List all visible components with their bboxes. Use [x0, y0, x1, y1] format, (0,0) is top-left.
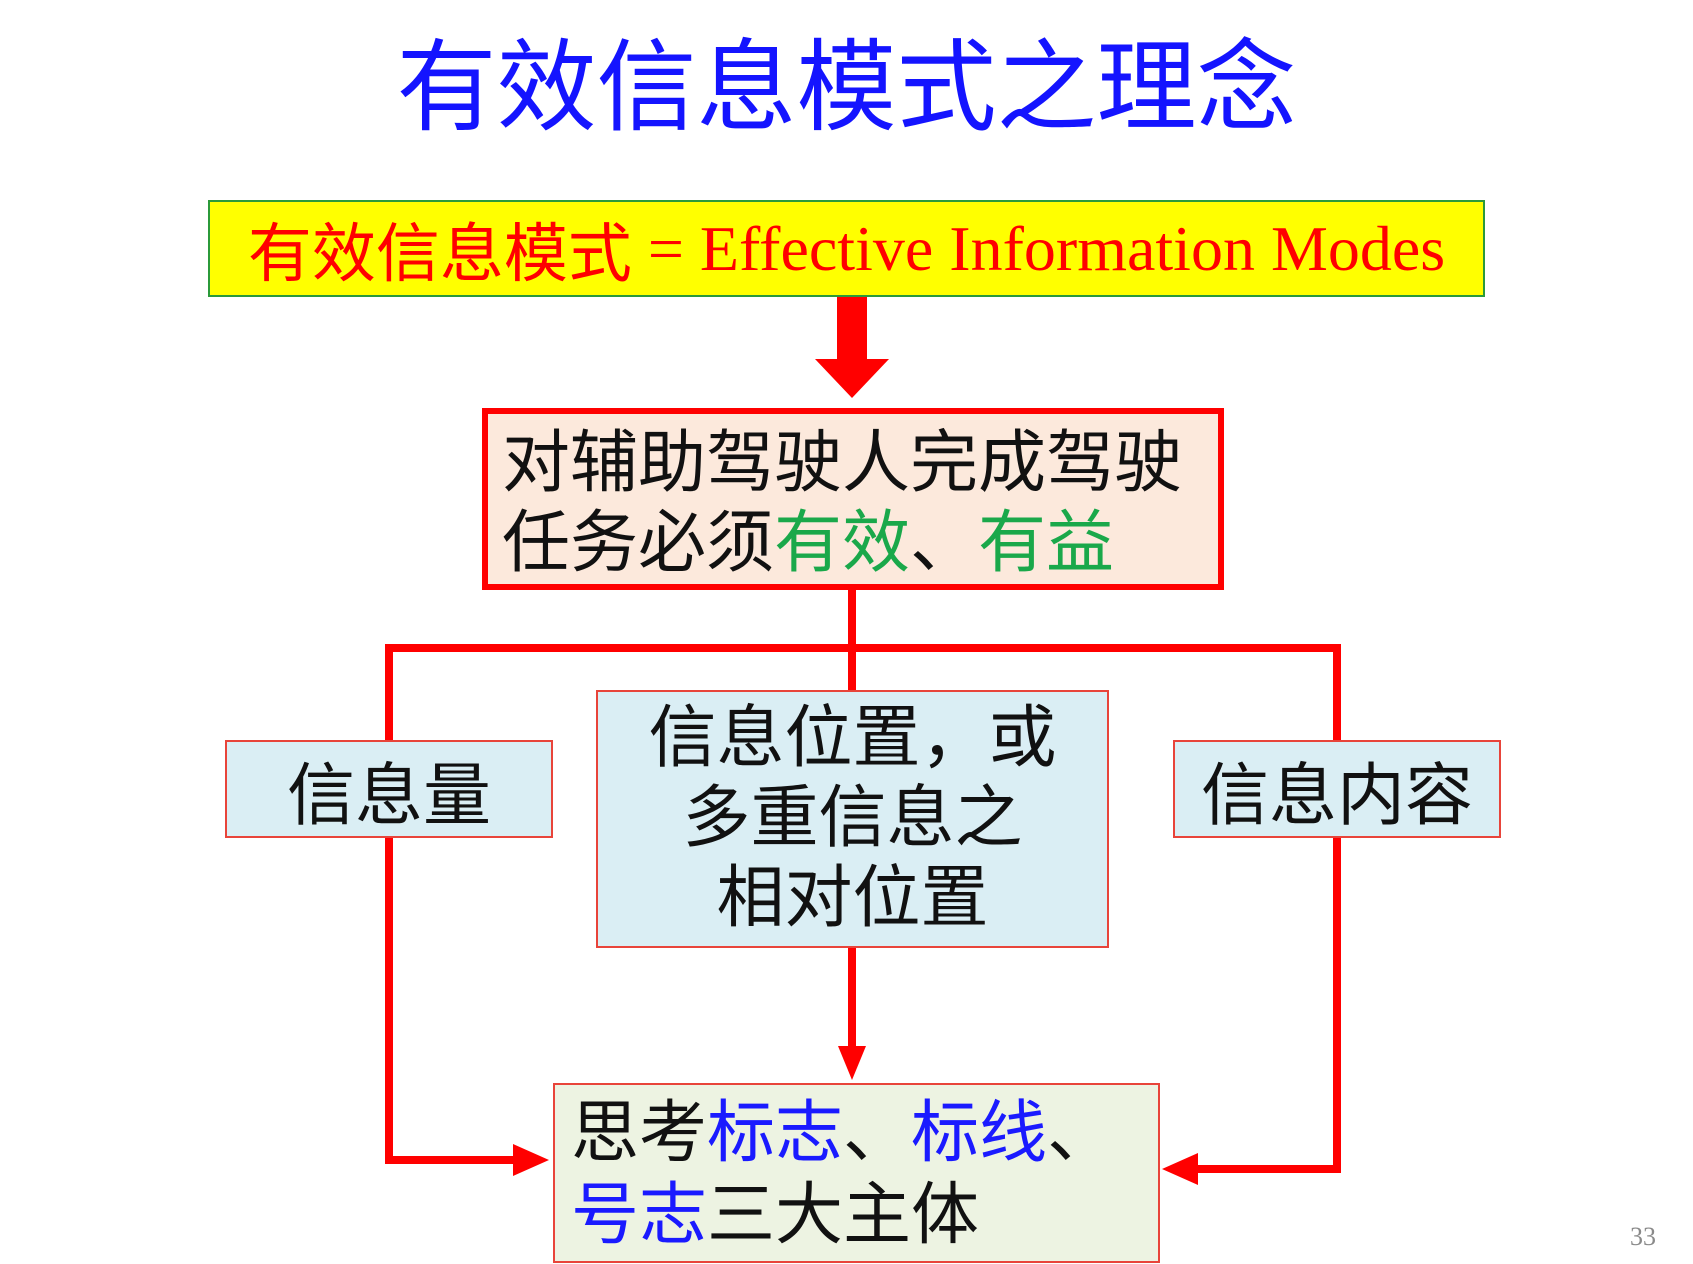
branch-info-content: 信息内容: [1173, 740, 1501, 838]
goal-highlight-effective: 有效: [774, 504, 911, 583]
result-box: 思考标志、标线、 号志三大主体: [553, 1083, 1160, 1263]
arrow-head-top: [815, 359, 889, 398]
arrow-head-right: [1162, 1153, 1198, 1185]
goal-line-2: 任务必须有效、有益: [502, 504, 1218, 584]
arrow-shaft-top: [837, 297, 867, 359]
result-sep-1: 、: [843, 1094, 912, 1173]
arrow-head-middle: [838, 1046, 866, 1080]
branch-info-position: 信息位置，或 多重信息之 相对位置: [596, 690, 1109, 948]
result-highlight-signals: 号志: [571, 1176, 708, 1255]
branch-mid-line-2: 多重信息之: [682, 779, 1023, 858]
goal-line-2-prefix: 任务必须: [502, 504, 775, 583]
result-highlight-signs: 标志: [707, 1094, 844, 1173]
result-suffix: 三大主体: [707, 1176, 980, 1255]
goal-line-1: 对辅助驾驶人完成驾驶: [502, 424, 1183, 503]
branch-mid-line-3: 相对位置: [716, 859, 989, 938]
result-sep-2: 、: [1047, 1094, 1116, 1173]
page-number: 33: [1630, 1222, 1656, 1251]
definition-english: = Effective Information Modes: [647, 212, 1446, 284]
definition-box: 有效信息模式 = Effective Information Modes: [208, 200, 1485, 297]
arrow-head-left: [513, 1144, 549, 1176]
branch-mid-line-1: 信息位置，或: [648, 699, 1057, 778]
definition-chinese: 有效信息模式: [247, 217, 632, 292]
goal-highlight-beneficial: 有益: [978, 504, 1115, 583]
result-line-2: 号志三大主体: [571, 1175, 1158, 1257]
slide-title: 有效信息模式之理念: [396, 29, 1297, 146]
result-highlight-markings: 标线: [911, 1094, 1048, 1173]
result-line-1: 思考标志、标线、: [571, 1093, 1158, 1175]
result-prefix: 思考: [571, 1094, 708, 1173]
goal-box: 对辅助驾驶人完成驾驶 任务必须有效、有益: [482, 408, 1224, 590]
goal-separator: 、: [910, 504, 979, 583]
branch-info-quantity: 信息量: [225, 740, 553, 838]
